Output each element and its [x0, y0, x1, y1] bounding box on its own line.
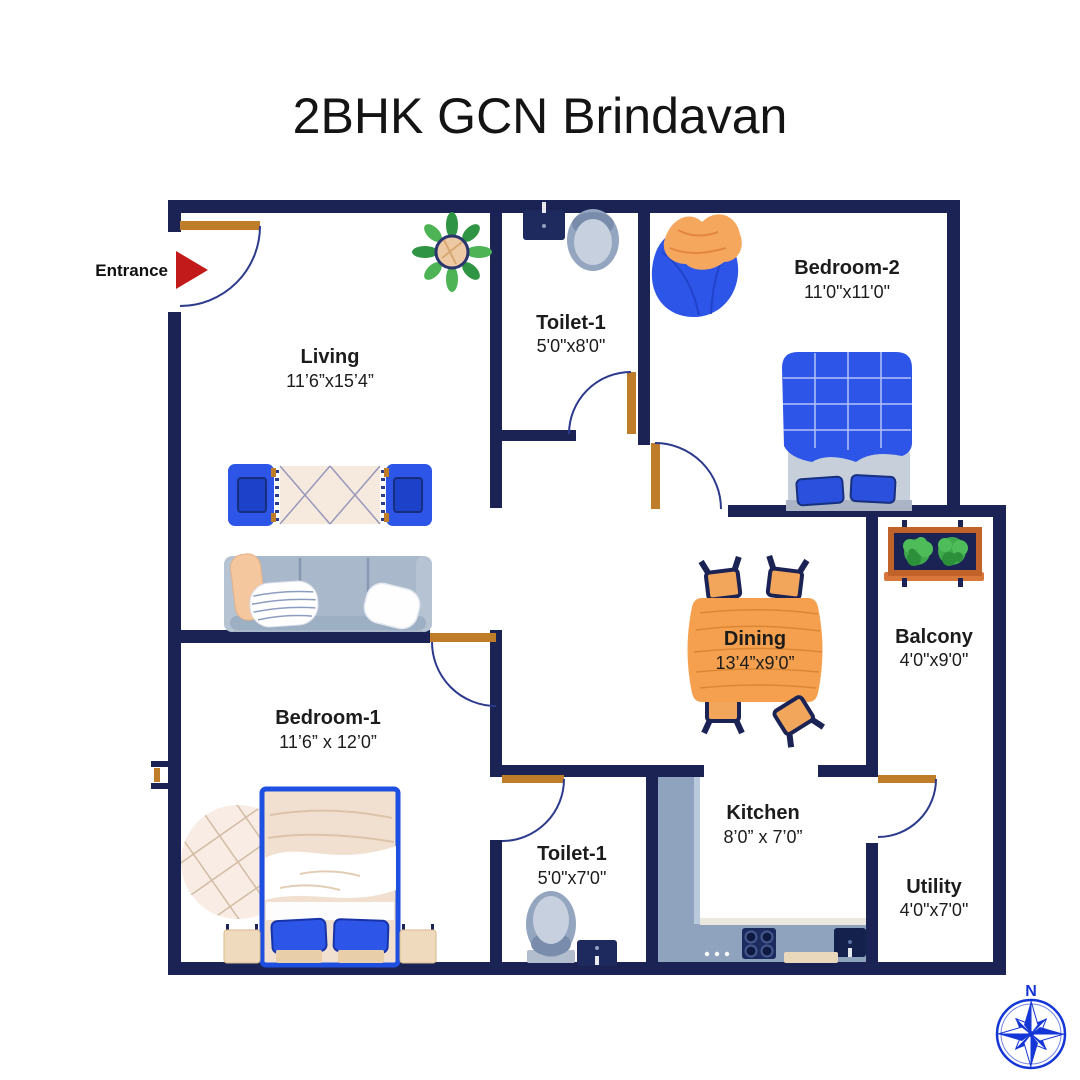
washbasin: [577, 940, 617, 966]
door-swing-arc: [568, 371, 632, 435]
wall-segment: [638, 200, 650, 445]
bed-pillow: [270, 917, 328, 955]
door-panel: [627, 372, 636, 434]
door-swing-arc: [501, 778, 565, 842]
bedroom-2-door: [651, 442, 722, 510]
stove: [742, 928, 776, 959]
door-swing-arc: [179, 225, 261, 307]
room-label-bedroom-2: Bedroom-2: [794, 257, 900, 279]
room-labels: Living 11’6”x15’4” Toilet-1 5'0"x8'0" Be…: [275, 257, 974, 920]
kitchen-counter: [658, 777, 866, 963]
room-dims-bedroom-2: 11'0"x11'0": [804, 282, 890, 302]
room-dims-bedroom-1: 11’6” x 12’0”: [279, 732, 377, 752]
wall-segment: [866, 843, 878, 962]
toilet-top-fixtures: [523, 202, 619, 271]
armchair-right: [384, 464, 432, 526]
compass-rose-icon: N: [995, 983, 1067, 1070]
door-swing-arc: [431, 641, 497, 707]
commode: [567, 209, 619, 271]
room-label-dining: Dining: [724, 628, 786, 650]
room-label-utility: Utility: [906, 876, 962, 898]
bed-pillow: [849, 474, 897, 504]
room-dims-living: 11’6”x15’4”: [286, 371, 374, 391]
dining-chair-tilted: [772, 695, 826, 748]
entrance-label: Entrance: [95, 261, 168, 280]
room-dims-toilet-bottom: 5'0"x7'0": [538, 868, 607, 888]
entrance-door: [179, 221, 261, 307]
room-label-living: Living: [301, 346, 360, 368]
wall-segment: [866, 505, 878, 777]
door-panel: [180, 221, 260, 230]
wall-segment: [490, 840, 502, 962]
door-panel: [878, 775, 936, 783]
wall-segment: [490, 200, 502, 508]
room-label-balcony: Balcony: [895, 626, 974, 648]
compass-north-label: N: [1025, 983, 1037, 1000]
cutting-board: [784, 952, 838, 963]
dining-table: [687, 598, 823, 702]
sofa-pillow-striped: [249, 580, 319, 628]
kitchen-sink: [834, 928, 866, 957]
room-dims-toilet-top: 5'0"x8'0": [537, 336, 606, 356]
living-rug: [275, 465, 385, 525]
wall-segment: [168, 630, 430, 643]
sofa-pillow-white: [363, 582, 421, 630]
wall-segment: [646, 765, 658, 962]
entrance-marker: Entrance: [95, 251, 208, 289]
room-label-toilet-bottom: Toilet-1: [537, 843, 607, 865]
room-dims-kitchen: 8’0” x 7’0”: [723, 827, 802, 847]
room-label-toilet-top: Toilet-1: [536, 312, 606, 334]
balcony-planter: [884, 520, 984, 587]
dining-chair: [765, 554, 810, 601]
bedroom-1-door: [430, 633, 497, 707]
page-title: 2BHK GCN Brindavan: [293, 88, 788, 144]
bed-pillow: [795, 475, 845, 507]
door-swing-arc: [654, 442, 722, 510]
beanbag: [651, 214, 742, 318]
door-panel: [502, 775, 564, 783]
toilet-bottom-fixtures: [526, 891, 617, 966]
potted-plant: [412, 212, 492, 292]
nightstand-left: [223, 924, 261, 966]
door-swing-arc: [877, 778, 937, 838]
room-dims-utility: 4'0"x7'0": [900, 900, 969, 920]
wall-segment: [993, 505, 1006, 975]
wall-segment: [490, 430, 576, 441]
wall-segment: [818, 765, 866, 777]
nightstand-right: [399, 924, 437, 966]
bed-bedroom-1: [259, 786, 401, 968]
dining-set: [687, 554, 826, 748]
room-label-kitchen: Kitchen: [726, 802, 799, 824]
door-panel: [651, 443, 660, 509]
toilet-top-door: [568, 371, 636, 435]
wall-segment: [168, 200, 960, 213]
planter-bush: [903, 537, 933, 566]
wall-segment: [168, 312, 181, 975]
wall-segment: [947, 200, 960, 517]
armchair-left: [228, 464, 276, 526]
bed-pillow: [332, 918, 390, 954]
wall-segment: [490, 630, 502, 777]
entrance-arrow-icon: [176, 251, 208, 289]
wall-segment: [168, 200, 181, 232]
dining-chair: [698, 555, 743, 602]
room-dims-dining: 13’4”x9’0”: [715, 653, 794, 673]
door-panel: [430, 633, 496, 642]
plant-pot: [434, 234, 470, 270]
commode: [526, 891, 576, 963]
window-marker: [151, 761, 169, 789]
planter-bush: [938, 537, 968, 566]
utility-door: [877, 775, 937, 838]
bed-duvet: [782, 352, 913, 462]
room-dims-balcony: 4'0"x9'0": [900, 650, 969, 670]
rug-fringe: [275, 470, 385, 521]
bed-bedroom-2: [782, 352, 913, 511]
sofa: [224, 553, 432, 632]
room-label-bedroom-1: Bedroom-1: [275, 707, 381, 729]
toilet-bottom-door: [501, 775, 565, 842]
